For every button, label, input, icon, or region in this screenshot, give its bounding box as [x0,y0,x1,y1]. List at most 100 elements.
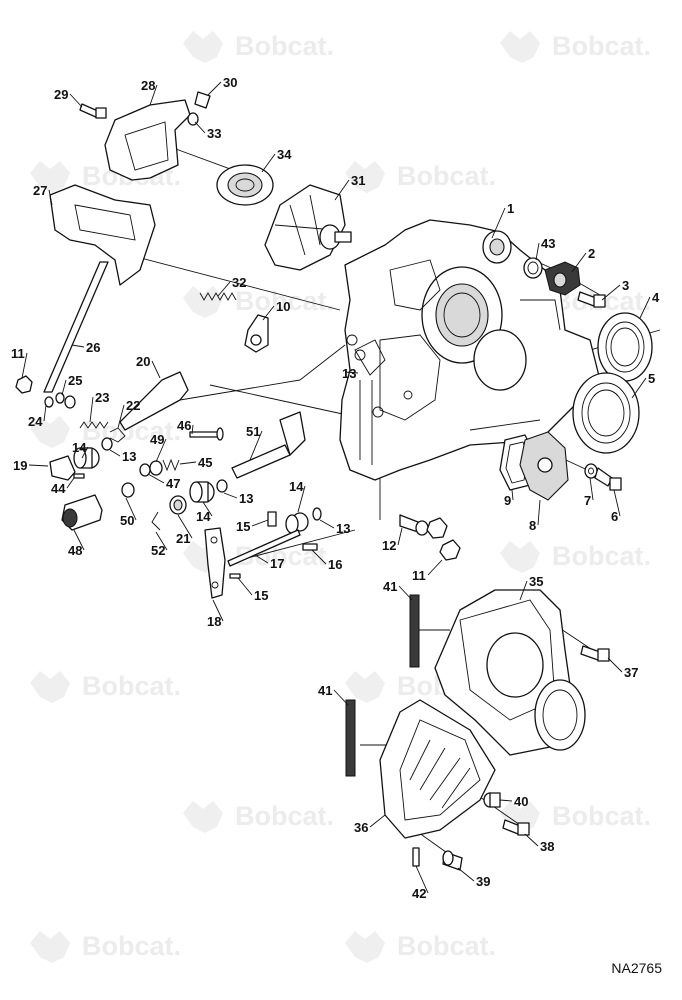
leader-line [28,464,49,467]
leader-line [571,252,587,273]
leader-line [125,497,137,521]
bearing-43 [523,257,543,279]
callout-number: 38 [540,839,554,854]
callout-number: 34 [277,147,292,162]
lever-18 [204,527,226,599]
callout-49: 49 [150,432,167,463]
collar-14b [189,481,215,503]
oil-seal-4 [597,312,653,382]
bobcat-logo-icon [30,161,70,193]
callout-number: 41 [318,683,332,698]
lever-19 [49,455,76,481]
leader-line [589,477,594,501]
callout-17: 17 [254,554,284,571]
ring-13 [101,437,113,451]
leader-line [254,554,269,564]
callout-15: 15 [237,577,268,603]
callout-13: 13 [342,366,359,381]
callout-number: 49 [150,432,164,447]
bushing-40 [483,792,501,808]
callout-number: 7 [584,493,591,508]
watermark-text: Bobcat. [552,541,651,571]
callout-50: 50 [120,497,137,528]
callout-40: 40 [499,794,528,809]
callout-41: 41 [383,579,413,601]
callout-number: 19 [13,458,27,473]
leader-line [89,396,94,423]
bobcat-logo-icon [183,31,223,63]
leader-line [194,121,206,134]
leader-line [319,519,335,529]
callout-25: 25 [61,373,82,396]
leader-line [333,689,349,706]
callout-number: 9 [504,493,511,508]
bobcat-logo-icon [500,31,540,63]
bolt-38 [502,819,530,836]
leader-line [81,446,89,459]
leader-line [147,473,165,484]
leader-line [311,549,327,565]
watermark-tile: Bobcat. [30,931,181,963]
watermark-tile: Bobcat. [30,671,181,703]
leader-line [613,489,621,517]
ring-50 [121,482,135,498]
leader-line [66,477,75,489]
callout-33: 33 [194,121,221,141]
leader-line [48,189,53,206]
callout-46: 46 [177,418,194,435]
leader-line [217,281,231,297]
washer-25 [55,392,76,409]
callout-number: 10 [276,299,290,314]
bolt-29 [79,103,107,119]
callout-15: 15 [236,519,269,534]
callout-number: 31 [351,173,365,188]
leader-line [415,865,429,894]
callout-9: 9 [504,489,514,508]
callout-35: 35 [519,574,543,601]
ring-13c [312,507,322,521]
callout-number: 44 [51,481,66,496]
callout-number: 50 [120,513,134,528]
callout-number: 30 [223,75,237,90]
spring-22 [109,427,126,443]
callout-10: 10 [262,299,290,321]
callout-22: 22 [117,398,140,429]
callout-47: 47 [147,473,180,491]
leader-line [155,438,167,463]
leader-line [297,485,306,513]
callout-number: 13 [342,366,356,381]
watermark-text: Bobcat. [235,286,334,316]
callout-18: 18 [207,599,224,629]
callout-14: 14 [289,479,306,513]
callout-16: 16 [311,549,342,572]
callout-38: 38 [524,833,554,854]
watermark-text: Bobcat. [82,671,181,701]
callout-3: 3 [601,278,629,301]
watermark-text: Bobcat. [235,31,334,61]
cover-35 [434,589,586,756]
bobcat-logo-icon [30,671,70,703]
bobcat-logo-icon [30,416,70,448]
callout-21: 21 [176,514,193,546]
washer-49 [149,460,163,476]
watermark-tile: Bobcat. [183,801,334,833]
callout-24: 24 [28,404,47,429]
leader-line [334,179,350,201]
callout-number: 12 [382,538,396,553]
callout-number: 46 [177,418,191,433]
leader-line [155,531,168,551]
callout-number: 20 [136,354,150,369]
callout-number: 47 [166,476,180,491]
callout-number: 48 [68,543,82,558]
bobcat-logo-icon [183,286,223,318]
leader-line [207,81,222,96]
callout-5: 5 [631,371,655,399]
callout-7: 7 [584,477,594,508]
leader-line [177,514,193,539]
pin-15 [267,511,277,527]
callout-23: 23 [89,390,109,423]
flange-34 [216,164,274,206]
leader-line [151,360,161,379]
bobcat-logo-icon [500,541,540,573]
callout-number: 15 [254,588,268,603]
